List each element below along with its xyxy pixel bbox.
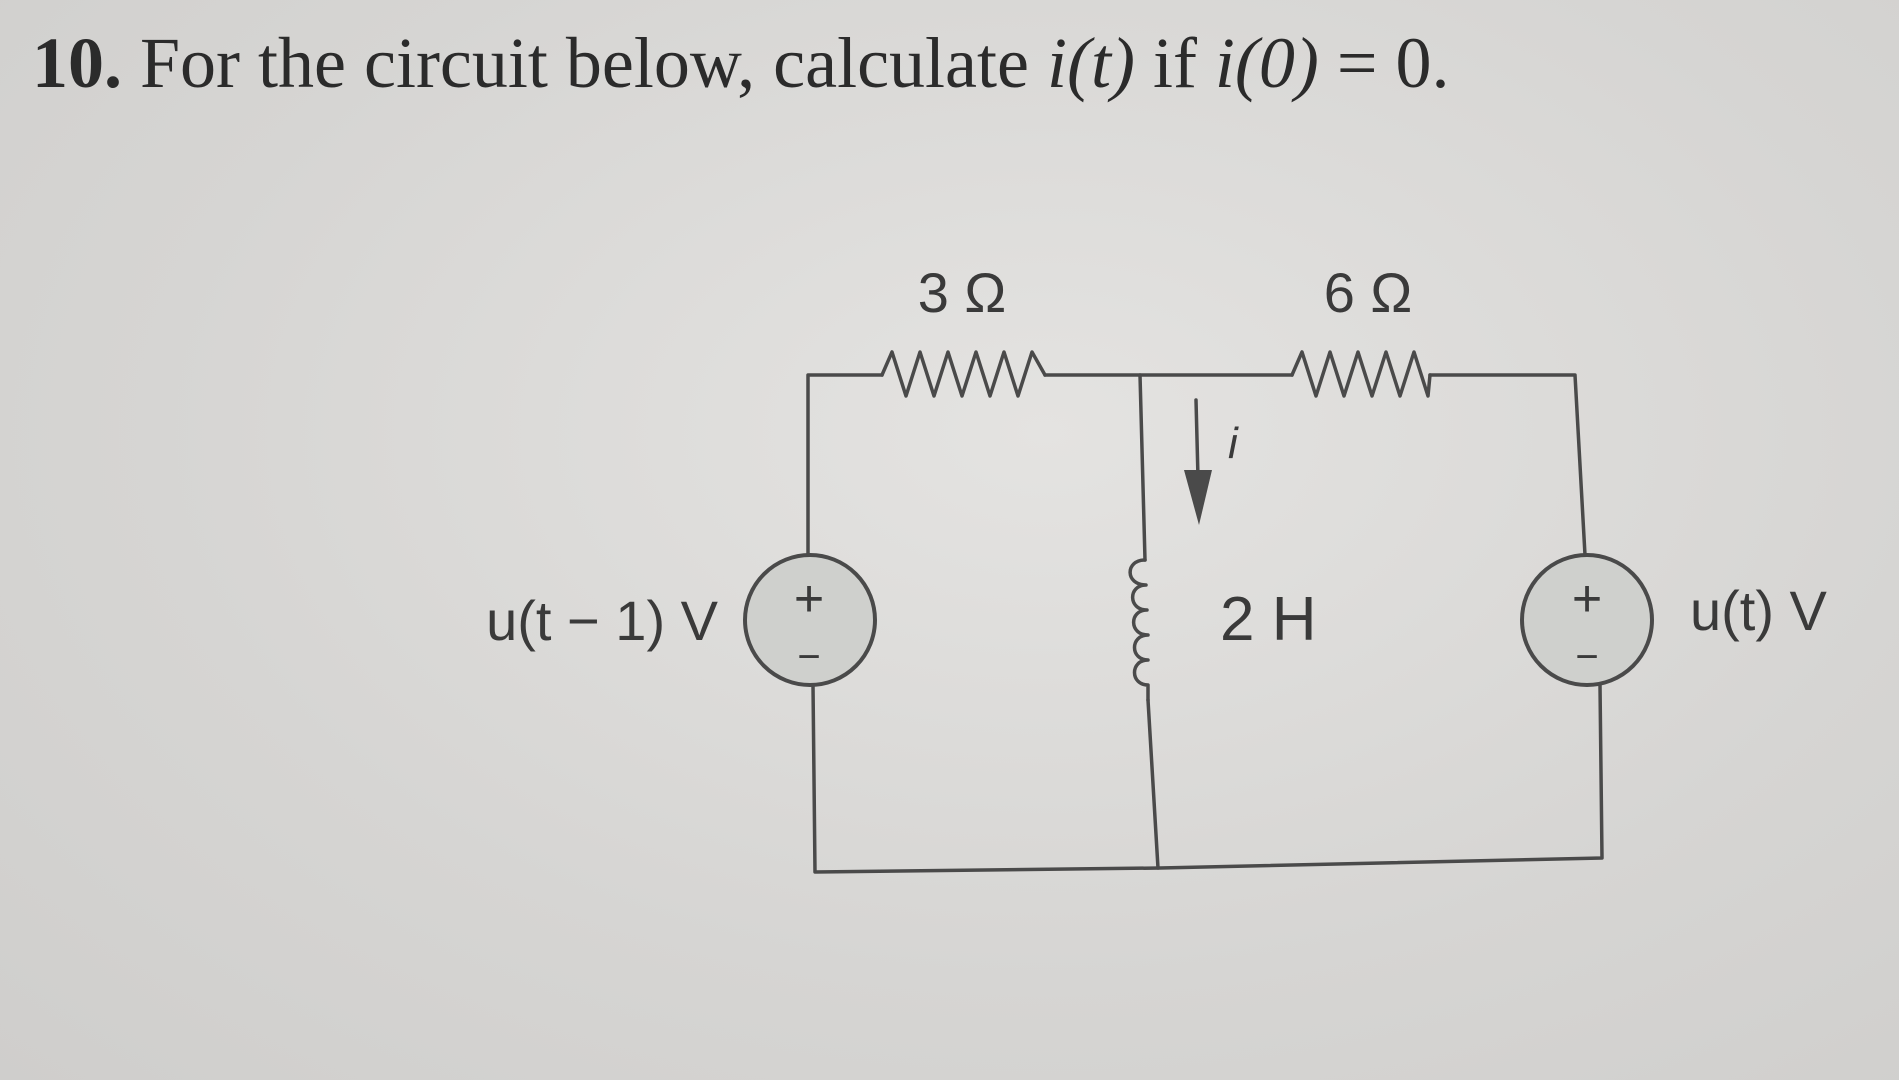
left-voltage-source bbox=[743, 553, 877, 687]
right-source-label: u(t) V bbox=[1690, 579, 1828, 642]
inductor-2h bbox=[1128, 558, 1150, 702]
left-source-minus: − bbox=[797, 635, 820, 679]
wire-left-bottom bbox=[811, 683, 1604, 874]
resistor-6ohm bbox=[1290, 350, 1432, 398]
inductor-label: 2 H bbox=[1220, 585, 1316, 654]
question-text: 10. For the circuit below, calculate i(t… bbox=[32, 22, 1450, 105]
current-label: i bbox=[1228, 419, 1239, 468]
wire-middle-branch-top bbox=[1138, 373, 1147, 562]
resistor-6ohm-label: 6 Ω bbox=[1324, 261, 1413, 324]
current-function: i(t) bbox=[1046, 23, 1135, 103]
current-arrow-icon bbox=[1184, 398, 1212, 525]
resistor-3ohm bbox=[880, 350, 1047, 398]
right-voltage-source bbox=[1520, 553, 1654, 687]
question-number: 10. bbox=[32, 23, 122, 103]
wire-right-top bbox=[1428, 373, 1587, 557]
resistor-3ohm-label: 3 Ω bbox=[918, 261, 1007, 324]
right-source-minus: − bbox=[1575, 635, 1598, 679]
wire-left-top bbox=[806, 373, 884, 557]
question-text-before: For the circuit below, calculate bbox=[140, 23, 1047, 103]
left-source-label: u(t − 1) V bbox=[486, 589, 719, 652]
question-text-mid: if bbox=[1134, 23, 1215, 103]
question-text-after: = 0. bbox=[1318, 23, 1450, 103]
wire-middle-branch-bottom bbox=[1146, 698, 1160, 870]
right-source-plus: + bbox=[1572, 570, 1602, 628]
initial-current: i(0) bbox=[1214, 23, 1319, 103]
left-source-plus: + bbox=[794, 570, 824, 628]
